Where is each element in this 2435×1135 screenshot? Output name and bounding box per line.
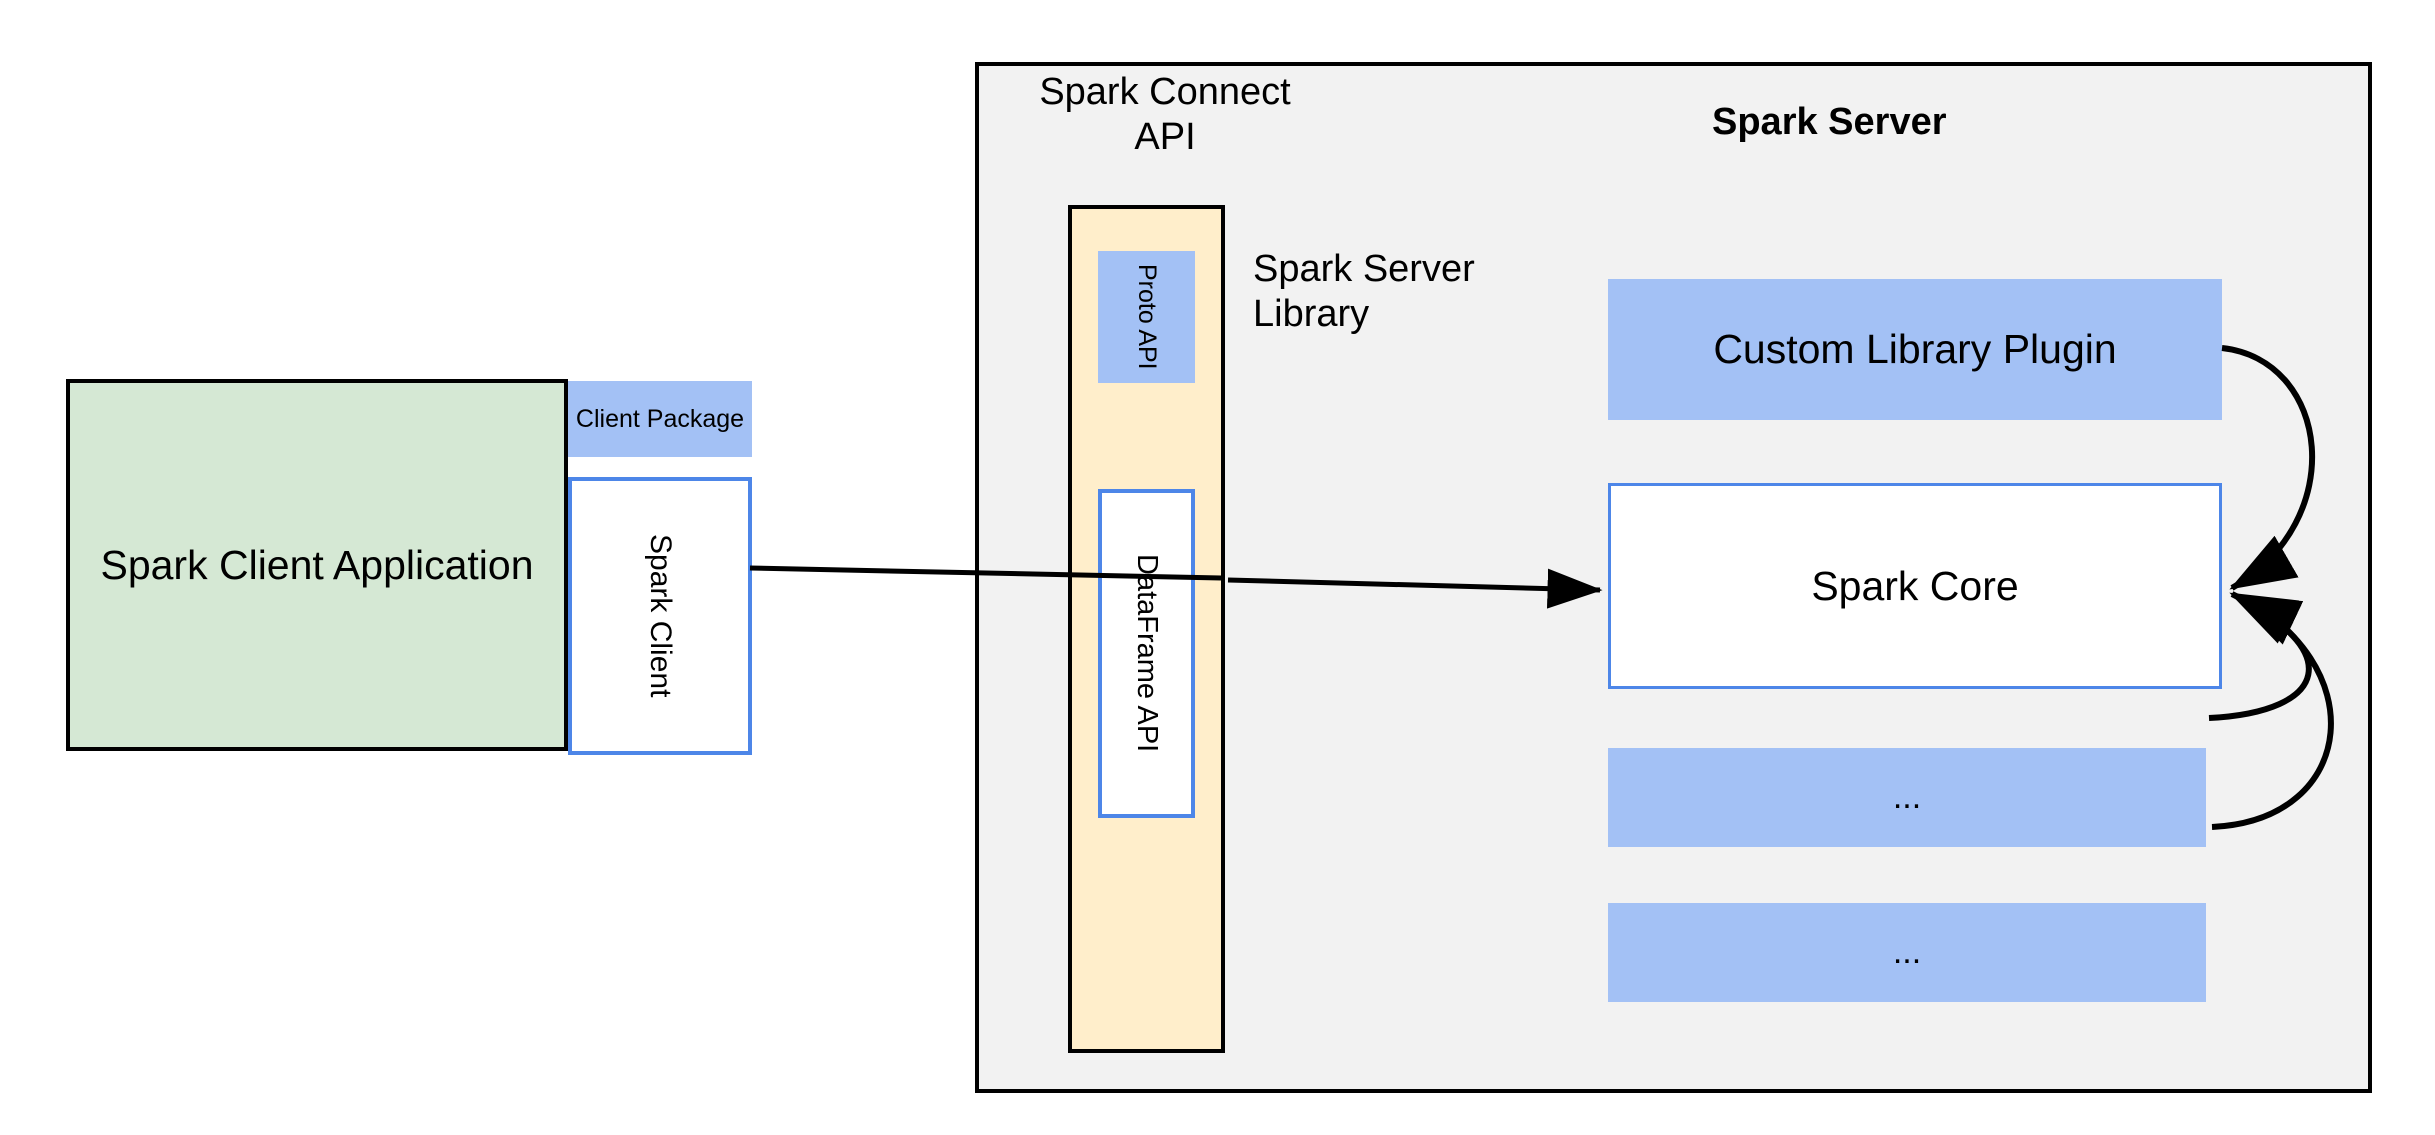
spark-client-label: Spark Client [644,534,677,698]
client-package-label: Client Package [575,404,745,433]
spark-server-title: Spark Server [1712,101,1947,143]
spark-core-label: Spark Core [1811,562,2019,609]
custom-library-plugin-box[interactable]: Custom Library Plugin [1608,279,2222,420]
custom-library-plugin-label: Custom Library Plugin [1713,326,2117,372]
proto-api-label: Proto API [1133,264,1161,370]
spark-client-application-label: Spark Client Application [100,541,534,588]
dataframe-api-label: DataFrame API [1131,554,1163,753]
dataframe-api-box[interactable]: DataFrame API [1098,489,1195,818]
spark-client-box[interactable]: Spark Client [568,477,752,755]
ellipsis-label-2: ... [1892,933,1922,971]
client-package-box[interactable]: Client Package [568,381,752,457]
spark-connect-api-label: Spark Connect API [1039,71,1291,158]
spark-server-library-label: Spark Server Library [1253,248,1475,335]
spark-client-application-box[interactable]: Spark Client Application [66,379,568,751]
proto-api-box[interactable]: Proto API [1098,251,1195,383]
ellipsis-label-1: ... [1892,778,1922,816]
spark-core-box[interactable]: Spark Core [1608,483,2222,689]
server-component-placeholder-1[interactable]: ... [1608,748,2206,847]
server-component-placeholder-2[interactable]: ... [1608,903,2206,1002]
